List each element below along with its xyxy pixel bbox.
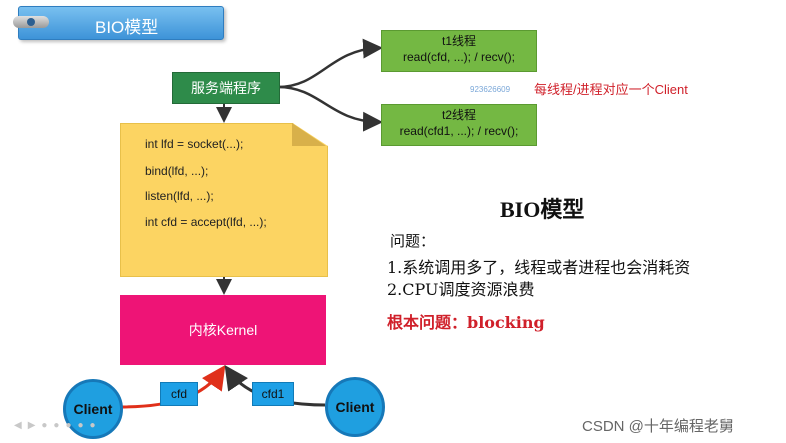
thread-t1-code: read(cfd, ...); / recv(); [402, 50, 516, 64]
code-line-accept: int cfd = accept(lfd, ...); [145, 215, 267, 229]
client-right: Client [325, 377, 385, 437]
csdn-footer: CSDN @十年编程老舅 [582, 418, 734, 435]
arrow-server-to-t1 [277, 38, 383, 89]
slide-title: BIO模型 [95, 18, 159, 37]
tag-cfd1: cfd1 [252, 382, 294, 406]
root-cause: 根本问题：blocking [387, 313, 545, 332]
title-tab: BIO模型 [13, 6, 224, 40]
right-section-title: BIO模型 [500, 197, 585, 222]
thread-box-t2: t2线程 read(cfd1, ...); / recv(); [381, 104, 537, 146]
thread-per-client-note: 每线程/进程对应一个Client [534, 82, 688, 97]
tag-cfd: cfd [160, 382, 198, 406]
slide-controls[interactable]: ◀▶●●●●● [14, 420, 102, 431]
thread-t2-name: t2线程 [441, 108, 476, 122]
question-label: 问题： [390, 232, 436, 250]
code-line-socket: int lfd = socket(...); [145, 137, 244, 151]
problem-1: 1.系统调用多了，线程或者进程也会消耗资 [387, 258, 691, 277]
client-left: Client [63, 379, 123, 439]
thread-t1-name: t1线程 [441, 34, 476, 48]
pin-icon [13, 16, 49, 28]
server-program-box: 服务端程序 [172, 72, 280, 104]
problem-2: 2.CPU调度资源浪费 [387, 280, 535, 299]
thread-box-t1: t1线程 read(cfd, ...); / recv(); [381, 30, 537, 72]
code-line-bind: bind(lfd, ...); [145, 164, 209, 178]
watermark-number: 923626609 [470, 85, 511, 94]
thread-t2-code: read(cfd1, ...); / recv(); [399, 124, 519, 138]
kernel-box: 内核Kernel [120, 295, 326, 365]
arrow-server-to-t2 [277, 85, 383, 132]
code-line-listen: listen(lfd, ...); [145, 189, 214, 203]
code-note [120, 123, 328, 277]
